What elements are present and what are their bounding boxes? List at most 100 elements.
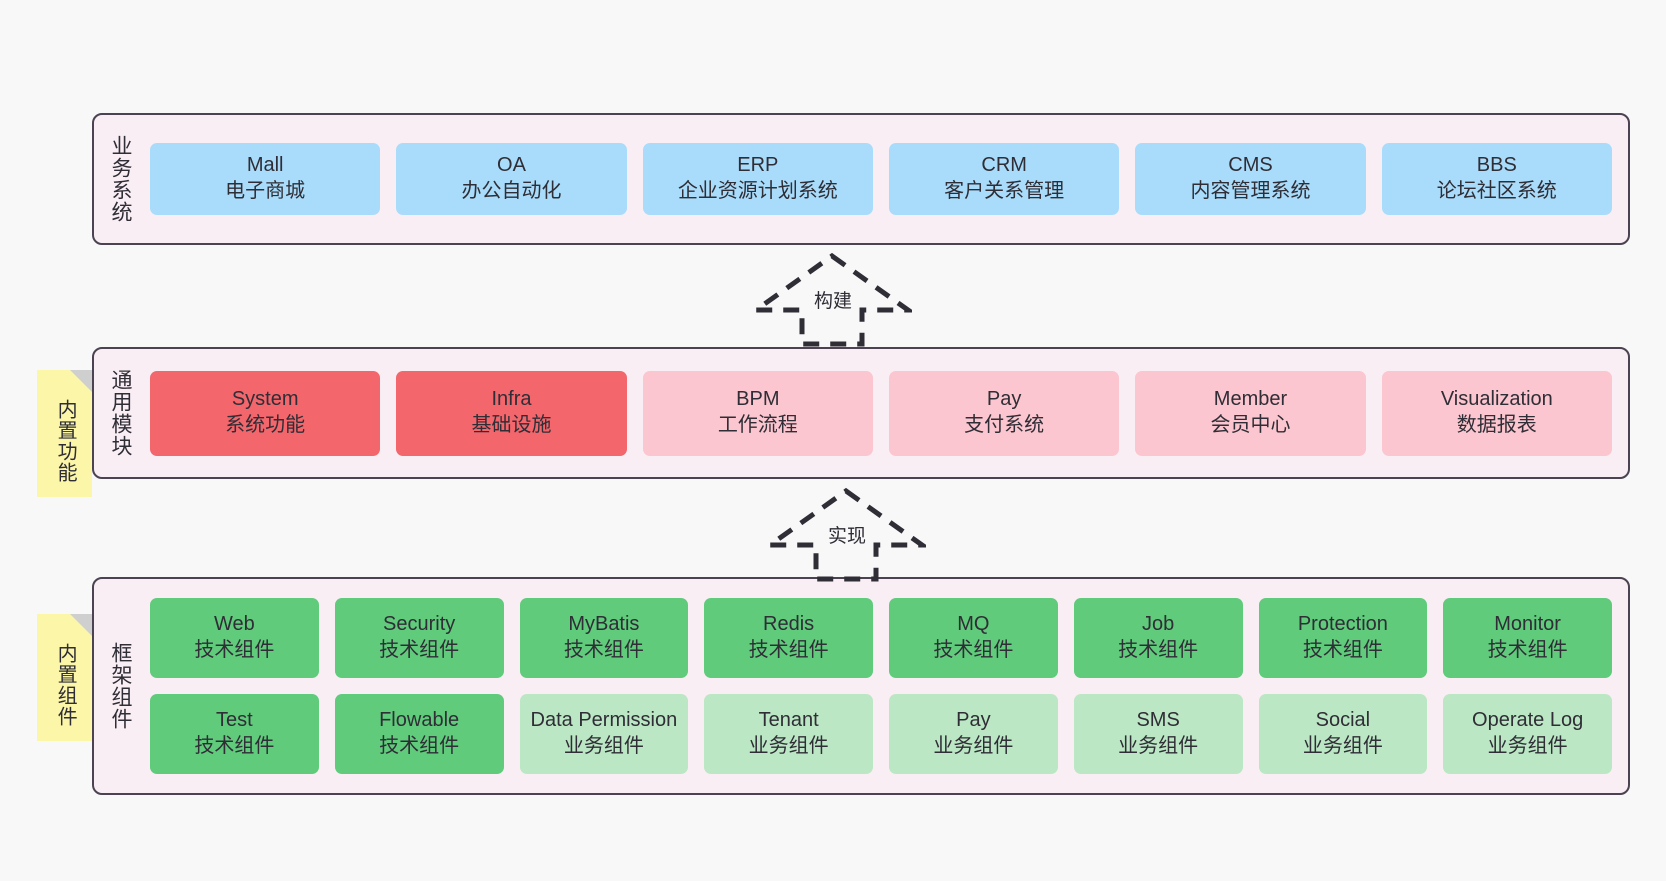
card-title-cn: 业务组件 xyxy=(748,735,829,757)
layer-body-frame: Web 技术组件 Security 技术组件 MyBatis 技术组件 Redi… xyxy=(144,579,1628,793)
card-title-cn: 业务组件 xyxy=(1118,735,1199,757)
sticky-note-builtin-function: 内置功能 xyxy=(37,370,92,497)
component-card-security[interactable]: Security 技术组件 xyxy=(334,598,504,678)
component-card-redis[interactable]: Redis 技术组件 xyxy=(704,598,873,678)
card-title-cn: 办公自动化 xyxy=(461,180,562,202)
component-card-protection[interactable]: Protection 技术组件 xyxy=(1258,598,1428,678)
layer-business-systems: 业务系统 Mall 电子商城 OA 办公自动化 ERP 企业资源计划系统 CRM… xyxy=(92,113,1630,245)
arrow-label-build: 构建 xyxy=(814,291,853,312)
card-title-en: Security xyxy=(383,613,456,636)
row: Test 技术组件 Flowable 技术组件 Data Permission … xyxy=(150,694,1612,774)
card-title-en: Test xyxy=(216,709,253,732)
arrow-outline xyxy=(766,487,926,582)
card-title-cn: 基础设施 xyxy=(471,414,552,436)
card-title-en: Data Permission xyxy=(530,709,678,732)
component-card-sms[interactable]: SMS 业务组件 xyxy=(1073,694,1243,774)
card-title-cn: 技术组件 xyxy=(379,639,460,661)
card-title-en: Visualization xyxy=(1440,388,1553,411)
module-card-cms[interactable]: CMS 内容管理系统 xyxy=(1135,143,1366,215)
component-card-operate-log[interactable]: Operate Log 业务组件 xyxy=(1443,694,1612,774)
component-card-job[interactable]: Job 技术组件 xyxy=(1073,598,1243,678)
card-title-en: Pay xyxy=(956,709,991,732)
card-title-en: Protection xyxy=(1297,613,1388,636)
card-title-cn: 工作流程 xyxy=(717,414,798,436)
component-card-mq[interactable]: MQ 技术组件 xyxy=(889,598,1058,678)
sticky-note-text: 内置功能 xyxy=(54,398,77,483)
card-title-cn: 论坛社区系统 xyxy=(1436,180,1557,202)
card-title-cn: 会员中心 xyxy=(1210,414,1291,436)
card-title-cn: 技术组件 xyxy=(933,639,1014,661)
component-card-web[interactable]: Web 技术组件 xyxy=(150,598,319,678)
card-title-cn: 客户关系管理 xyxy=(944,180,1065,202)
card-title-cn: 电子商城 xyxy=(225,180,306,202)
card-title-en: System xyxy=(231,388,299,411)
component-card-social[interactable]: Social 业务组件 xyxy=(1258,694,1428,774)
arrow-label-implement: 实现 xyxy=(828,526,867,547)
layer-framework-components: 框架组件 Web 技术组件 Security 技术组件 MyBatis 技术组件… xyxy=(92,577,1630,795)
card-title-cn: 业务组件 xyxy=(1487,735,1568,757)
module-card-system[interactable]: System 系统功能 xyxy=(150,370,381,456)
card-title-cn: 技术组件 xyxy=(1302,639,1383,661)
card-title-cn: 业务组件 xyxy=(563,735,644,757)
card-title-en: Web xyxy=(213,613,255,636)
layer-common-modules: 通用模块 System 系统功能 Infra 基础设施 BPM 工作流程 Pay… xyxy=(92,347,1630,479)
card-title-cn: 技术组件 xyxy=(1118,639,1199,661)
card-title-en: Job xyxy=(1142,613,1175,636)
page-fold-icon xyxy=(70,614,92,636)
card-title-en: Operate Log xyxy=(1472,709,1584,732)
layer-body-business: Mall 电子商城 OA 办公自动化 ERP 企业资源计划系统 CRM 客户关系… xyxy=(144,115,1628,243)
generalization-arrow-implement xyxy=(766,487,926,582)
card-title-en: Tenant xyxy=(758,709,819,732)
component-card-data-permission[interactable]: Data Permission 业务组件 xyxy=(519,694,689,774)
component-card-mybatis[interactable]: MyBatis 技术组件 xyxy=(519,598,689,678)
layer-body-common: System 系统功能 Infra 基础设施 BPM 工作流程 Pay 支付系统… xyxy=(144,349,1628,477)
component-card-flowable[interactable]: Flowable 技术组件 xyxy=(334,694,504,774)
card-title-cn: 数据报表 xyxy=(1456,414,1537,436)
card-title-cn: 技术组件 xyxy=(748,639,829,661)
row: Web 技术组件 Security 技术组件 MyBatis 技术组件 Redi… xyxy=(150,598,1612,678)
layer-title-frame: 框架组件 xyxy=(108,642,132,730)
component-card-tenant[interactable]: Tenant 业务组件 xyxy=(704,694,873,774)
module-card-member[interactable]: Member 会员中心 xyxy=(1135,370,1366,456)
row: Mall 电子商城 OA 办公自动化 ERP 企业资源计划系统 CRM 客户关系… xyxy=(150,143,1612,215)
module-card-bbs[interactable]: BBS 论坛社区系统 xyxy=(1381,143,1612,215)
module-card-bpm[interactable]: BPM 工作流程 xyxy=(642,370,873,456)
card-title-cn: 技术组件 xyxy=(1487,639,1568,661)
component-card-monitor[interactable]: Monitor 技术组件 xyxy=(1443,598,1612,678)
module-card-oa[interactable]: OA 办公自动化 xyxy=(396,143,627,215)
card-title-en: Flowable xyxy=(379,709,460,732)
card-title-en: MQ xyxy=(957,613,990,636)
page-fold-icon xyxy=(70,370,92,392)
module-card-crm[interactable]: CRM 客户关系管理 xyxy=(888,143,1120,215)
card-title-en: Mall xyxy=(246,154,284,177)
module-card-pay[interactable]: Pay 支付系统 xyxy=(888,370,1120,456)
sticky-note-builtin-component: 内置组件 xyxy=(37,614,92,741)
card-title-cn: 技术组件 xyxy=(194,639,275,661)
card-title-en: BBS xyxy=(1476,154,1517,177)
card-title-cn: 技术组件 xyxy=(194,735,275,757)
arrow-outline xyxy=(752,252,912,347)
card-title-cn: 企业资源计划系统 xyxy=(677,180,838,202)
card-title-en: Social xyxy=(1315,709,1371,732)
card-title-en: ERP xyxy=(737,154,779,177)
card-title-cn: 支付系统 xyxy=(964,414,1045,436)
card-title-en: OA xyxy=(497,154,526,177)
sticky-note-text: 内置组件 xyxy=(54,642,77,727)
card-title-en: Member xyxy=(1213,388,1288,411)
module-card-erp[interactable]: ERP 企业资源计划系统 xyxy=(642,143,873,215)
card-title-cn: 内容管理系统 xyxy=(1190,180,1311,202)
card-title-en: Pay xyxy=(986,388,1022,411)
component-card-test[interactable]: Test 技术组件 xyxy=(150,694,319,774)
layer-title-common: 通用模块 xyxy=(108,369,132,457)
module-card-mall[interactable]: Mall 电子商城 xyxy=(150,143,381,215)
component-card-pay[interactable]: Pay 业务组件 xyxy=(889,694,1058,774)
card-title-cn: 业务组件 xyxy=(1302,735,1383,757)
card-title-en: CMS xyxy=(1228,154,1273,177)
card-title-en: SMS xyxy=(1136,709,1180,732)
module-card-infra[interactable]: Infra 基础设施 xyxy=(396,370,627,456)
row: System 系统功能 Infra 基础设施 BPM 工作流程 Pay 支付系统… xyxy=(150,370,1612,456)
generalization-arrow-build xyxy=(752,252,912,347)
card-title-cn: 技术组件 xyxy=(379,735,460,757)
module-card-visualization[interactable]: Visualization 数据报表 xyxy=(1381,370,1612,456)
